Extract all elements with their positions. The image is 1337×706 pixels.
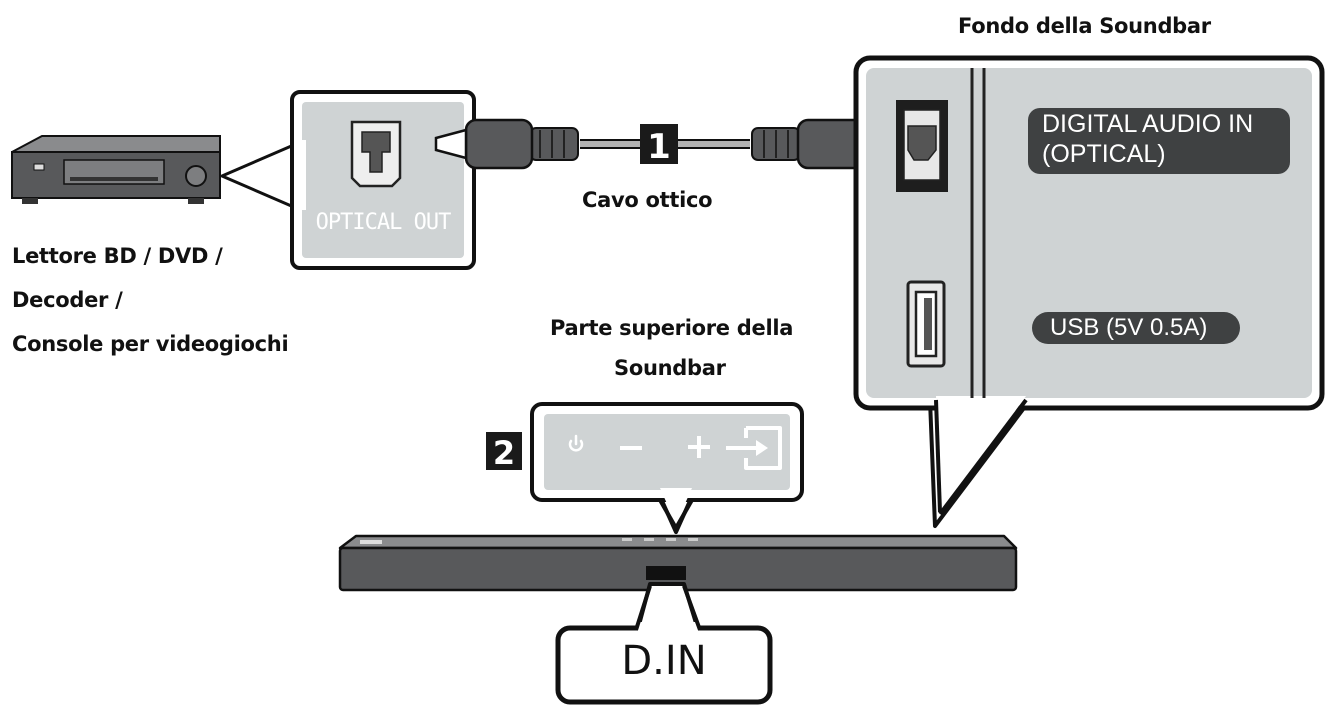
optical-port-icon xyxy=(896,100,948,192)
din-label: D.IN xyxy=(621,638,707,684)
digital-audio-in-sublabel: (OPTICAL) xyxy=(1042,140,1166,168)
source-icon xyxy=(726,426,782,470)
digital-audio-in-pill xyxy=(1028,108,1290,174)
usb-port-icon xyxy=(906,280,946,368)
top-label-line1: Parte superiore della xyxy=(550,316,794,340)
din-callout xyxy=(555,585,773,705)
usb-label: USB (5V 0.5A) xyxy=(1050,314,1208,341)
step-2-badge xyxy=(486,432,522,470)
cable-label: Cavo ottico xyxy=(582,188,713,212)
player-label-line1: Lettore BD / DVD / xyxy=(12,244,223,268)
plus-icon xyxy=(688,436,710,458)
soundbar-display xyxy=(646,566,686,580)
player-label-line2: Decoder / xyxy=(12,288,123,312)
step-1-badge xyxy=(640,124,678,164)
usb-pill xyxy=(1032,312,1240,344)
soundbar-bottom-panel xyxy=(853,55,1325,528)
bd-dvd-player xyxy=(11,135,221,204)
soundbar-bottom-title: Fondo della Soundbar xyxy=(958,14,1211,38)
soundbar xyxy=(338,534,1018,638)
top-label-line2: Soundbar xyxy=(614,356,726,380)
player-label-line3: Console per videogiochi xyxy=(12,332,289,356)
digital-audio-in-label: DIGITAL AUDIO IN xyxy=(1042,110,1254,138)
step-2-number: 2 xyxy=(493,434,515,472)
optical-port-icon xyxy=(350,120,402,188)
optical-out-panel xyxy=(290,90,476,270)
soundbar-top-panel xyxy=(530,402,804,534)
step-1-number: 1 xyxy=(647,127,671,167)
optical-out-label: OPTICAL OUT xyxy=(315,210,452,235)
power-icon xyxy=(568,434,584,452)
player-callout-pointer xyxy=(220,142,298,210)
